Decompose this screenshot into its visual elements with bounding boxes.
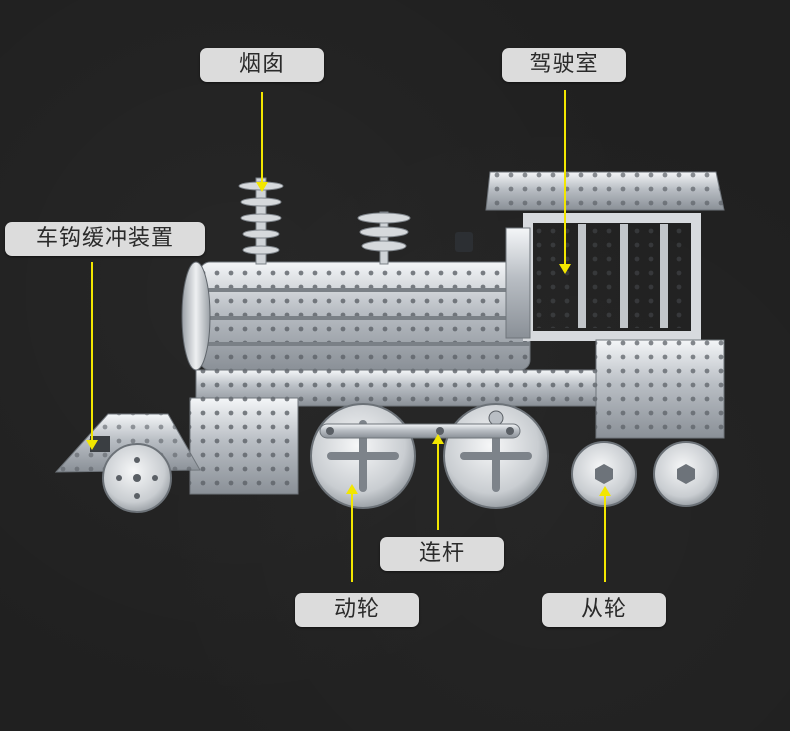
boiler (181, 261, 531, 371)
label-chimney: 烟囱 (200, 48, 324, 82)
steam-dome (357, 211, 473, 265)
label-coupler: 车钩缓冲装置 (5, 222, 205, 256)
label-trailing-wheel: 从轮 (542, 593, 666, 627)
driving-wheel-rear (443, 403, 549, 509)
pointer-lines (86, 90, 611, 582)
label-connecting-rod: 连杆 (380, 537, 504, 571)
connecting-rod-part (319, 423, 521, 439)
cab-part (485, 171, 725, 341)
trailing-wheel-part (571, 441, 719, 507)
driving-wheel-part (310, 403, 416, 509)
label-cab: 驾驶室 (502, 48, 626, 82)
chimney-part (238, 177, 284, 265)
label-driving-wheel: 动轮 (295, 593, 419, 627)
front-small-wheel (102, 443, 172, 513)
main-frame (189, 339, 725, 495)
